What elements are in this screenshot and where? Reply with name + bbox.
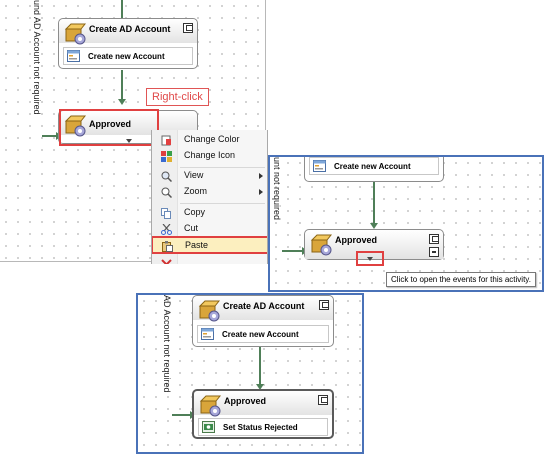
connector-line <box>259 347 261 385</box>
menu-item-partial <box>152 256 267 264</box>
scissors-icon <box>161 224 172 235</box>
connector-arrow <box>256 384 264 390</box>
connector-line <box>121 70 123 100</box>
menu-separator <box>180 167 265 168</box>
designer-canvas-2: unt not required Create new Account Appr… <box>268 155 544 292</box>
connector-label-not-required: unt not required <box>272 157 282 221</box>
maximize-icon[interactable] <box>429 234 439 244</box>
menu-item-cut[interactable]: Cut <box>152 221 267 237</box>
right-click-callout: Right-click <box>146 88 209 106</box>
zoom-icon <box>161 187 172 198</box>
connector-line <box>121 0 123 18</box>
activity-approved[interactable]: Approved <box>304 229 444 260</box>
delete-icon <box>161 259 172 264</box>
activity-step-label: Create new Account <box>334 162 411 171</box>
designer-canvas-3: AD Account not required Create AD Accoun… <box>136 293 364 454</box>
activity-title: Approved <box>224 396 267 406</box>
menu-item-label: Paste <box>185 240 209 250</box>
activity-step-label: Create new Account <box>88 52 165 61</box>
activity-box-gear-icon <box>64 23 87 45</box>
activity-title: Approved <box>89 119 132 129</box>
connector-line <box>282 250 304 252</box>
connector-line <box>373 182 375 224</box>
activity-step[interactable]: Create new Account <box>309 157 439 175</box>
paste-icon <box>162 241 173 252</box>
maximize-icon[interactable] <box>318 395 328 405</box>
connector-arrow <box>118 99 126 105</box>
menu-item-label: Copy <box>184 207 206 217</box>
activity-title: Create AD Account <box>223 301 305 311</box>
view-icon <box>161 171 172 182</box>
connector-label-not-required: AD Account not required <box>162 295 172 393</box>
activity-approved[interactable]: Approved Set Status Rejected <box>192 389 334 439</box>
menu-item-paste[interactable]: Paste <box>152 236 267 254</box>
menu-item-label: Change Icon <box>184 150 236 160</box>
events-toggle-icon[interactable] <box>429 247 439 257</box>
tooltip: Click to open the events for this activi… <box>386 272 536 287</box>
activity-step[interactable]: Create new Account <box>63 47 193 65</box>
activity-create-ad-account[interactable]: Create AD Account Create new Account <box>192 295 334 347</box>
activity-box-gear-icon <box>199 395 222 417</box>
menu-separator <box>180 203 265 204</box>
menu-item-label: Zoom <box>184 186 208 196</box>
activity-box-gear-icon <box>64 115 87 137</box>
context-menu: Change Color Change Icon View Zoom Copy <box>151 130 268 264</box>
expand-chevron-icon[interactable] <box>367 257 373 261</box>
submenu-arrow-icon <box>259 189 263 195</box>
expand-chevron-icon[interactable] <box>126 139 132 143</box>
connector-line <box>172 414 192 416</box>
menu-item-view[interactable]: View <box>152 168 267 184</box>
status-icon <box>202 421 215 433</box>
form-icon <box>313 160 326 172</box>
activity-step-label: Set Status Rejected <box>223 423 298 432</box>
menu-item-label: Cut <box>184 223 199 233</box>
form-icon <box>201 328 214 340</box>
activity-title: Approved <box>335 235 378 245</box>
menu-item-change-icon[interactable]: Change Icon <box>152 148 267 164</box>
color-icon <box>161 135 171 146</box>
activity-approved[interactable]: Approved <box>58 110 198 144</box>
activity-box-gear-icon <box>310 234 333 256</box>
maximize-icon[interactable] <box>319 300 329 310</box>
menu-item-zoom[interactable]: Zoom <box>152 184 267 200</box>
copy-icon <box>161 208 171 219</box>
activity-step[interactable]: Create new Account <box>197 325 329 343</box>
icon-grid-icon <box>161 151 172 162</box>
menu-item-copy[interactable]: Copy <box>152 205 267 221</box>
activity-box-gear-icon <box>198 300 221 322</box>
activity-title: Create AD Account <box>89 24 171 34</box>
activity-create-ad-account[interactable]: Create AD Account Create new Account <box>58 18 198 69</box>
highlight-box[interactable] <box>356 251 384 266</box>
menu-item-change-color[interactable]: Change Color <box>152 132 267 148</box>
connector-arrow <box>370 223 378 229</box>
submenu-arrow-icon <box>259 173 263 179</box>
activity-step-label: Create new Account <box>222 330 299 339</box>
activity-step[interactable]: Set Status Rejected <box>198 418 328 436</box>
menu-item-label: Change Color <box>184 134 240 144</box>
connector-label-not-required: und AD Account not required <box>32 0 42 115</box>
form-icon <box>67 50 80 62</box>
connector-line <box>42 135 58 137</box>
highlight-box <box>59 109 159 146</box>
maximize-icon[interactable] <box>183 23 193 33</box>
activity-create-ad-account[interactable]: Create new Account <box>304 157 444 182</box>
menu-item-label: View <box>184 170 204 180</box>
